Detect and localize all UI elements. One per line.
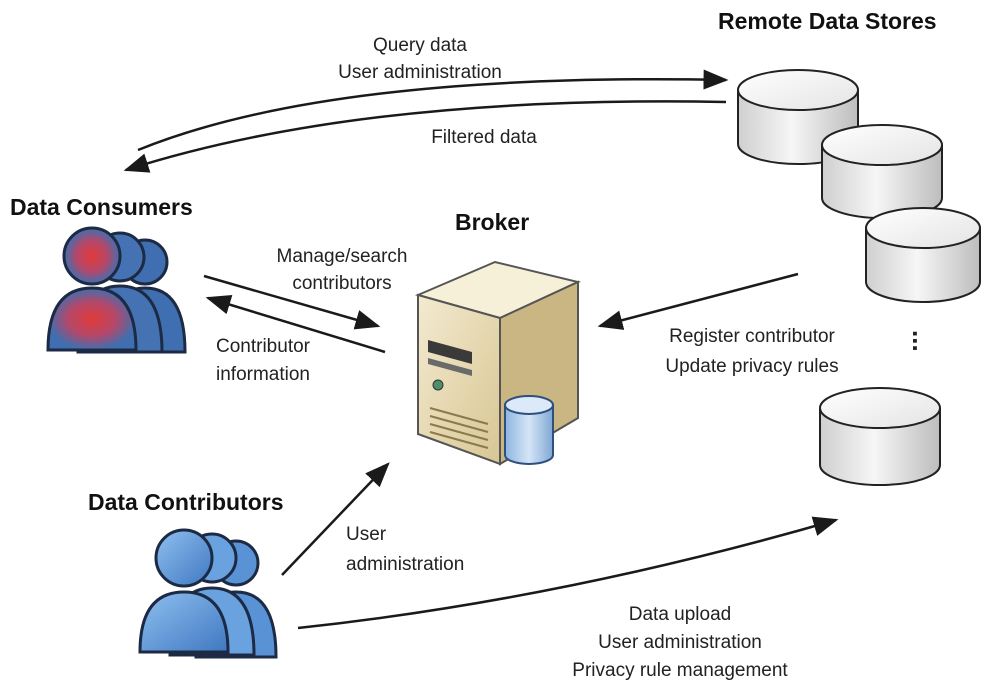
svg-text:Manage/search: Manage/search (277, 246, 408, 267)
data-contributors-people-icon (138, 528, 278, 659)
arrow-stores-to-broker (597, 272, 799, 330)
svg-text:information: information (216, 364, 310, 385)
label-stores-to-consumers: Filtered data (431, 127, 537, 148)
svg-text:Privacy rule management: Privacy rule management (572, 660, 788, 681)
arrow-contributors-to-broker (281, 462, 390, 576)
arrow-consumers-to-broker (203, 274, 381, 330)
data-consumers-people-icon (46, 226, 187, 354)
svg-text:Contributor: Contributor (216, 336, 311, 357)
svg-text:Register contributor: Register contributor (669, 326, 835, 347)
broker-title: Broker (455, 209, 529, 235)
arrow-stores-to-consumers (123, 100, 727, 173)
data-store-cylinder-3 (865, 207, 981, 303)
svg-text:User: User (346, 524, 387, 545)
label-stores-to-broker: Register contributor Update privacy rule… (665, 326, 838, 377)
data-contributors-title: Data Contributors (88, 489, 284, 515)
more-stores-ellipsis: ... (907, 330, 937, 352)
data-store-cylinder-1 (737, 69, 859, 165)
label-consumers-to-stores: Query data User administration (338, 35, 502, 83)
svg-text:Data upload: Data upload (629, 604, 731, 625)
svg-text:Filtered data: Filtered data (431, 127, 537, 148)
arrow-broker-to-consumers (205, 295, 386, 354)
label-consumers-to-broker: Manage/search contributors (277, 246, 408, 294)
svg-text:User administration: User administration (598, 632, 762, 653)
label-broker-to-consumers: Contributor information (216, 336, 311, 385)
svg-text:Query data: Query data (373, 35, 467, 56)
arrow-contributors-to-stores (297, 516, 839, 630)
broker-server-icon (415, 260, 582, 466)
data-store-cylinder-4 (819, 387, 941, 486)
remote-data-stores-title: Remote Data Stores (718, 8, 937, 34)
svg-text:User administration: User administration (338, 62, 502, 83)
data-store-cylinder-2 (821, 124, 943, 219)
arrow-consumers-to-stores (137, 69, 729, 152)
broker-database-icon (504, 395, 554, 465)
label-contributors-to-stores: Data upload User administration Privacy … (572, 604, 788, 681)
label-contributors-to-broker: User administration (346, 524, 464, 575)
svg-text:administration: administration (346, 554, 464, 575)
svg-text:Update privacy rules: Update privacy rules (665, 356, 838, 377)
svg-text:contributors: contributors (292, 273, 391, 294)
data-consumers-title: Data Consumers (10, 194, 193, 220)
